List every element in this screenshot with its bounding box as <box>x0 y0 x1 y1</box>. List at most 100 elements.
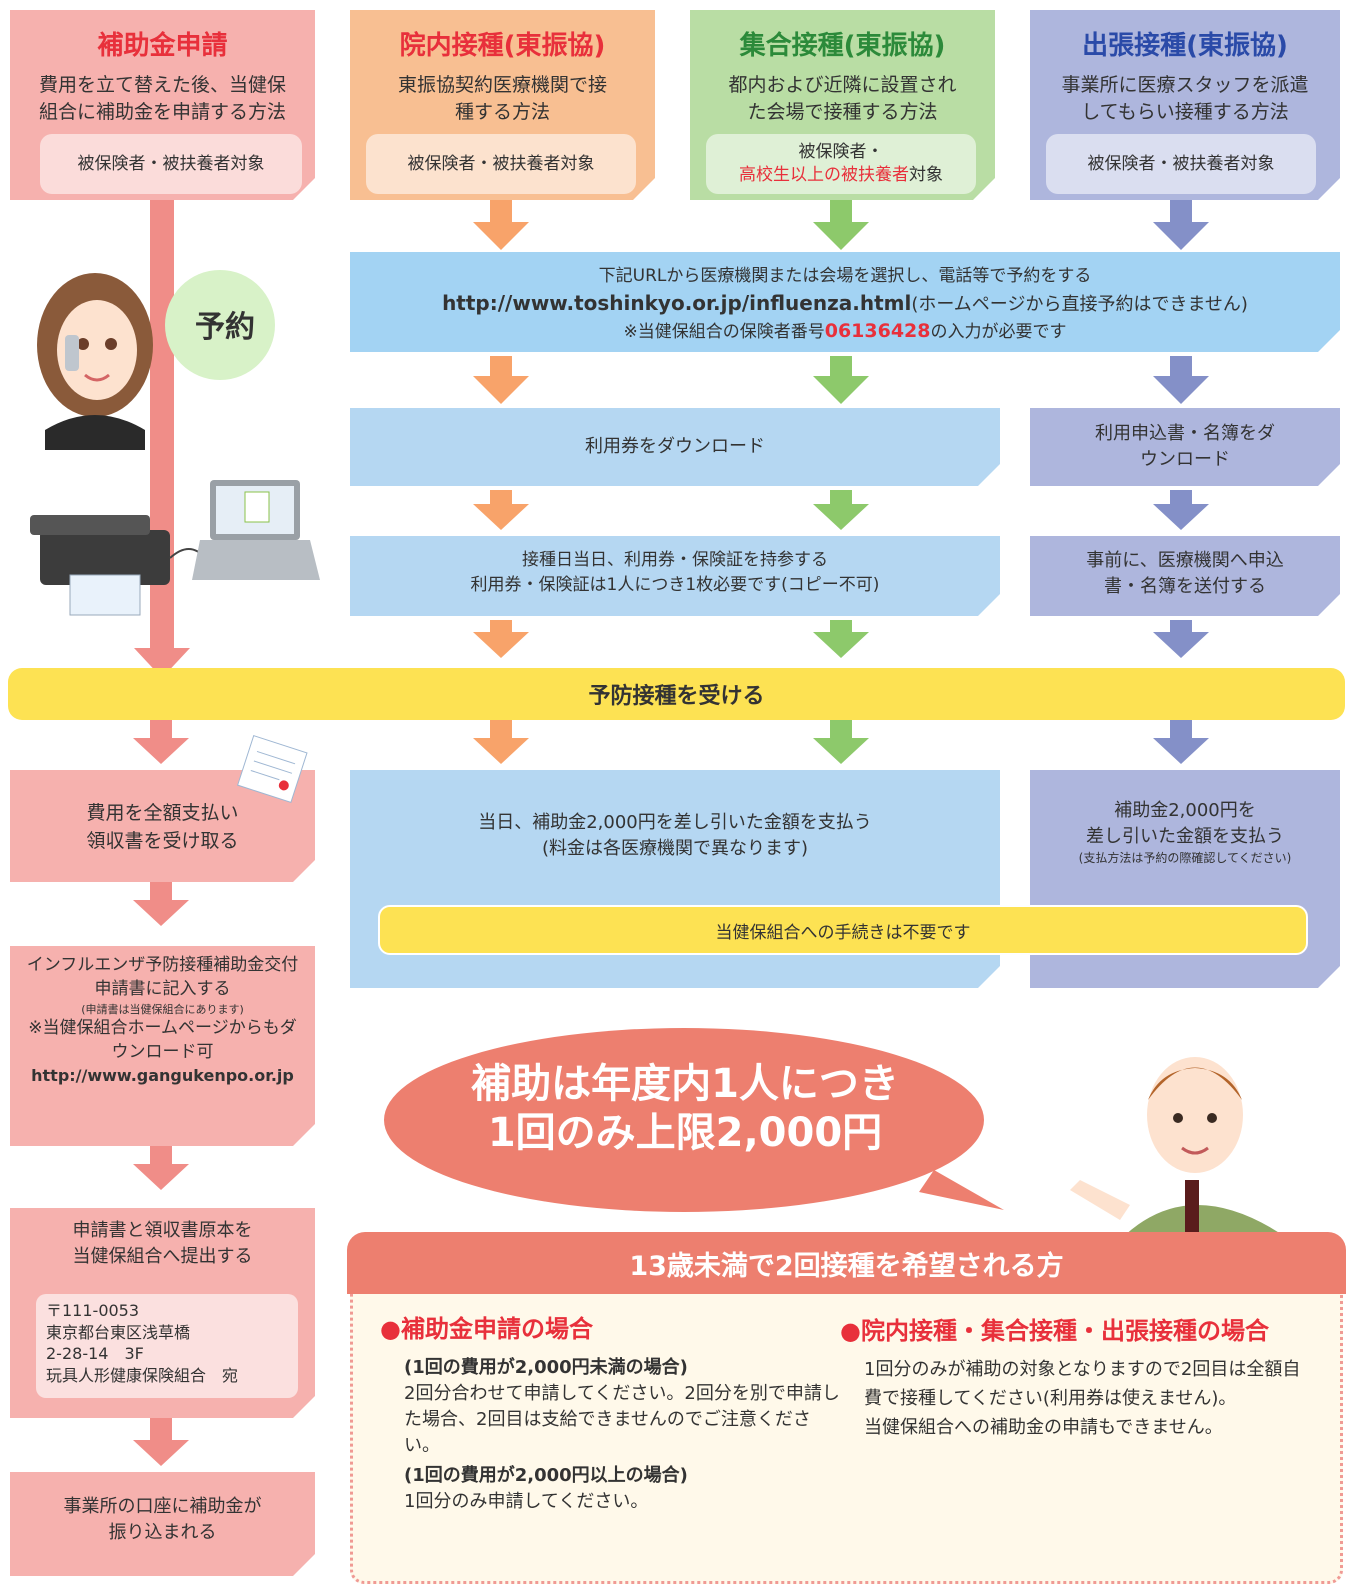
reserve-cloud <box>165 270 275 380</box>
arrow-down-icon <box>1153 376 1209 404</box>
arrow-stem <box>1170 720 1192 740</box>
submit-line1: 申請書と領収書原本を <box>72 1220 253 1241</box>
arrow-stem <box>830 720 852 740</box>
bubble-text: 補助は年度内1人につき 1回のみ上限2,000円 <box>400 1060 970 1158</box>
under13-other-text2: 当健保組合への補助金の申請もできません。 <box>864 1416 1223 1438</box>
download-form-box: 利用申込書・名簿をダウンロード <box>1030 408 1340 486</box>
fill-form-line1: インフルエンザ予防接種補助金交付申請書に記入する <box>26 955 299 999</box>
address-line: 2-28-14 3F <box>46 1344 144 1364</box>
method-subsidy-target: 被保険者・被扶養者対象 <box>40 134 302 194</box>
transfer-line2: 振り込まれる <box>108 1522 217 1544</box>
method-shugo-target-line1: 被保険者・ <box>798 142 884 163</box>
arrow-down-icon <box>1153 222 1209 250</box>
address-line: 〒111-0053 <box>46 1301 140 1320</box>
arrow-stem <box>150 720 172 740</box>
pay-right-line2: 差し引いた金額を支払う <box>1086 826 1284 848</box>
bring-line2: 利用券・保険証は1人につき1枚必要です(コピー不可) <box>470 574 880 595</box>
arrow-stem <box>490 356 512 378</box>
pay-left-line2: 領収書を受け取る <box>86 829 239 852</box>
bubble-line1: 補助は年度内1人につき <box>471 1061 899 1107</box>
arrow-down-icon <box>133 738 189 764</box>
under13-case1: (1回の費用が2,000円未満の場合) <box>404 1356 688 1378</box>
arrow-down-icon <box>473 632 529 658</box>
download-form-text: 利用申込書・名簿をダウンロード <box>1095 422 1275 470</box>
arrow-stem <box>1170 200 1192 224</box>
arrow-stem <box>490 200 512 224</box>
fill-form-line3: ※当健保組合ホームページからもダウンロード可 <box>28 1017 297 1062</box>
method-innai-target: 被保険者・被扶養者対象 <box>366 134 636 194</box>
reserve-box: 下記URLから医療機関または会場を選択し、電話等で予約をする http://ww… <box>350 252 1340 352</box>
bubble-line2: 1回のみ上限2,000円 <box>487 1109 883 1156</box>
arrow-stem <box>490 720 512 740</box>
download-ticket-text: 利用券をダウンロード <box>585 435 765 457</box>
method-subsidy-title: 補助金申請 <box>97 31 228 61</box>
arrow-down-icon <box>473 376 529 404</box>
arrow-down-icon <box>813 376 869 404</box>
no-procedure-bar: 当健保組合への手続きは不要です <box>378 905 1308 955</box>
arrow-down-icon <box>133 1164 189 1190</box>
under13-other-title-text: 院内接種・集合接種・出張接種の場合 <box>860 1317 1269 1345</box>
submit-box: 申請書と領収書原本を 当健保組合へ提出する 〒111-0053 東京都台東区浅草… <box>10 1208 315 1418</box>
address-line: 玩具人形健康保険組合 宛 <box>46 1365 239 1385</box>
under13-other: ●院内接種・集合接種・出張接種の場合 1回分のみが補助の対象となりますので2回目… <box>840 1312 1310 1443</box>
method-innai-box: 院内接種(東振協) 東振協契約医療機関で接種する方法 被保険者・被扶養者対象 <box>350 10 655 200</box>
reserve-url[interactable]: http://www.toshinkyo.or.jp/influenza.htm… <box>442 290 912 315</box>
reserve-label: 予約 <box>195 310 255 345</box>
receipt-icon <box>237 735 308 804</box>
transfer-line1: 事業所の口座に補助金が <box>63 1496 262 1517</box>
arrow-down-icon <box>473 738 529 764</box>
arrow-stem <box>490 620 512 634</box>
arrow-stem <box>1170 490 1192 506</box>
under13-panel <box>350 1248 1343 1584</box>
fill-form-note: (申請書は当健保組合にあります) <box>81 1002 244 1016</box>
arrow-down-icon <box>1153 632 1209 658</box>
under13-subsidy-title-text: 補助金申請の場合 <box>400 1315 593 1343</box>
reserve-url-note: (ホームページから直接予約はできません) <box>911 293 1248 315</box>
method-shugo-box: 集合接種(東振協) 都内および近隣に設置された会場で接種する方法 被保険者・ 高… <box>690 10 995 200</box>
arrow-down-icon <box>813 504 869 530</box>
arrow-stem <box>150 1418 172 1442</box>
method-shutcho-title: 出張接種(東振協) <box>1082 31 1288 61</box>
method-shugo-target-red: 高校生以上の被扶養者 <box>739 165 909 185</box>
arrow-down-icon <box>133 1440 189 1466</box>
pay-left-line1: 費用を全額支払い <box>86 802 239 824</box>
method-innai-title: 院内接種(東振協) <box>399 31 606 61</box>
fill-form-url[interactable]: http://www.gangukenpo.or.jp <box>31 1065 294 1085</box>
under13-subsidy: ●補助金申請の場合 (1回の費用が2,000円未満の場合) 2回分合わせて申請し… <box>380 1312 840 1515</box>
arrow-down-icon <box>813 738 869 764</box>
method-shugo-target-suffix: 対象 <box>909 165 943 185</box>
arrow-stem <box>490 490 512 506</box>
under13-header: 13歳未満で2回接種を希望される方 <box>347 1232 1346 1294</box>
arrow-down-icon <box>813 222 869 250</box>
bring-line1: 接種日当日、利用券・保険証を持参する <box>522 550 828 570</box>
reserve-line3-suffix: の入力が必要です <box>930 321 1067 342</box>
arrow-down-icon <box>133 900 189 926</box>
bullet-icon: ● <box>380 1315 401 1343</box>
woman-phone-icon <box>37 273 153 450</box>
reserve-line1: 下記URLから医療機関または会場を選択し、電話等で予約をする <box>598 266 1092 286</box>
arrow-stem <box>1170 620 1192 634</box>
man-presenting-icon <box>1070 1057 1290 1240</box>
arrow-stem <box>1170 356 1192 378</box>
vaccinate-bar: 予防接種を受ける <box>8 668 1345 720</box>
arrow-down-icon <box>1153 738 1209 764</box>
address-line: 東京都台東区浅草橋 <box>46 1322 191 1342</box>
method-subsidy-desc: 費用を立て替えた後、当健保組合に補助金を申請する方法 <box>38 73 286 124</box>
method-shutcho-target: 被保険者・被扶養者対象 <box>1046 134 1316 194</box>
speech-bubble <box>384 1028 1004 1212</box>
pay-right-line1: 補助金2,000円を <box>1114 800 1256 821</box>
arrow-stem <box>830 200 852 224</box>
method-shugo-target: 被保険者・ 高校生以上の被扶養者対象 <box>706 134 976 194</box>
send-form-text: 事前に、医療機関へ申込書・名簿を送付する <box>1086 550 1284 598</box>
bullet-icon: ● <box>840 1317 861 1345</box>
under13-case1-text: 2回分合わせて申請してください。2回分を別で申請した場合、2回目は支給できません… <box>404 1382 840 1457</box>
arrow-down-icon <box>473 504 529 530</box>
no-procedure-text: 当健保組合への手続きは不要です <box>715 922 971 943</box>
arrow-stem <box>830 490 852 506</box>
arrow-stem <box>150 1146 172 1166</box>
under13-case2: (1回の費用が2,000円以上の場合) <box>404 1465 688 1487</box>
method-subsidy-box: 補助金申請 費用を立て替えた後、当健保組合に補助金を申請する方法 被保険者・被扶… <box>10 10 315 200</box>
submit-address: 〒111-0053 東京都台東区浅草橋 2-28-14 3F 玩具人形健康保険組… <box>36 1294 298 1398</box>
under13-header-text: 13歳未満で2回接種を希望される方 <box>629 1250 1064 1282</box>
arrow-stem <box>830 356 852 378</box>
